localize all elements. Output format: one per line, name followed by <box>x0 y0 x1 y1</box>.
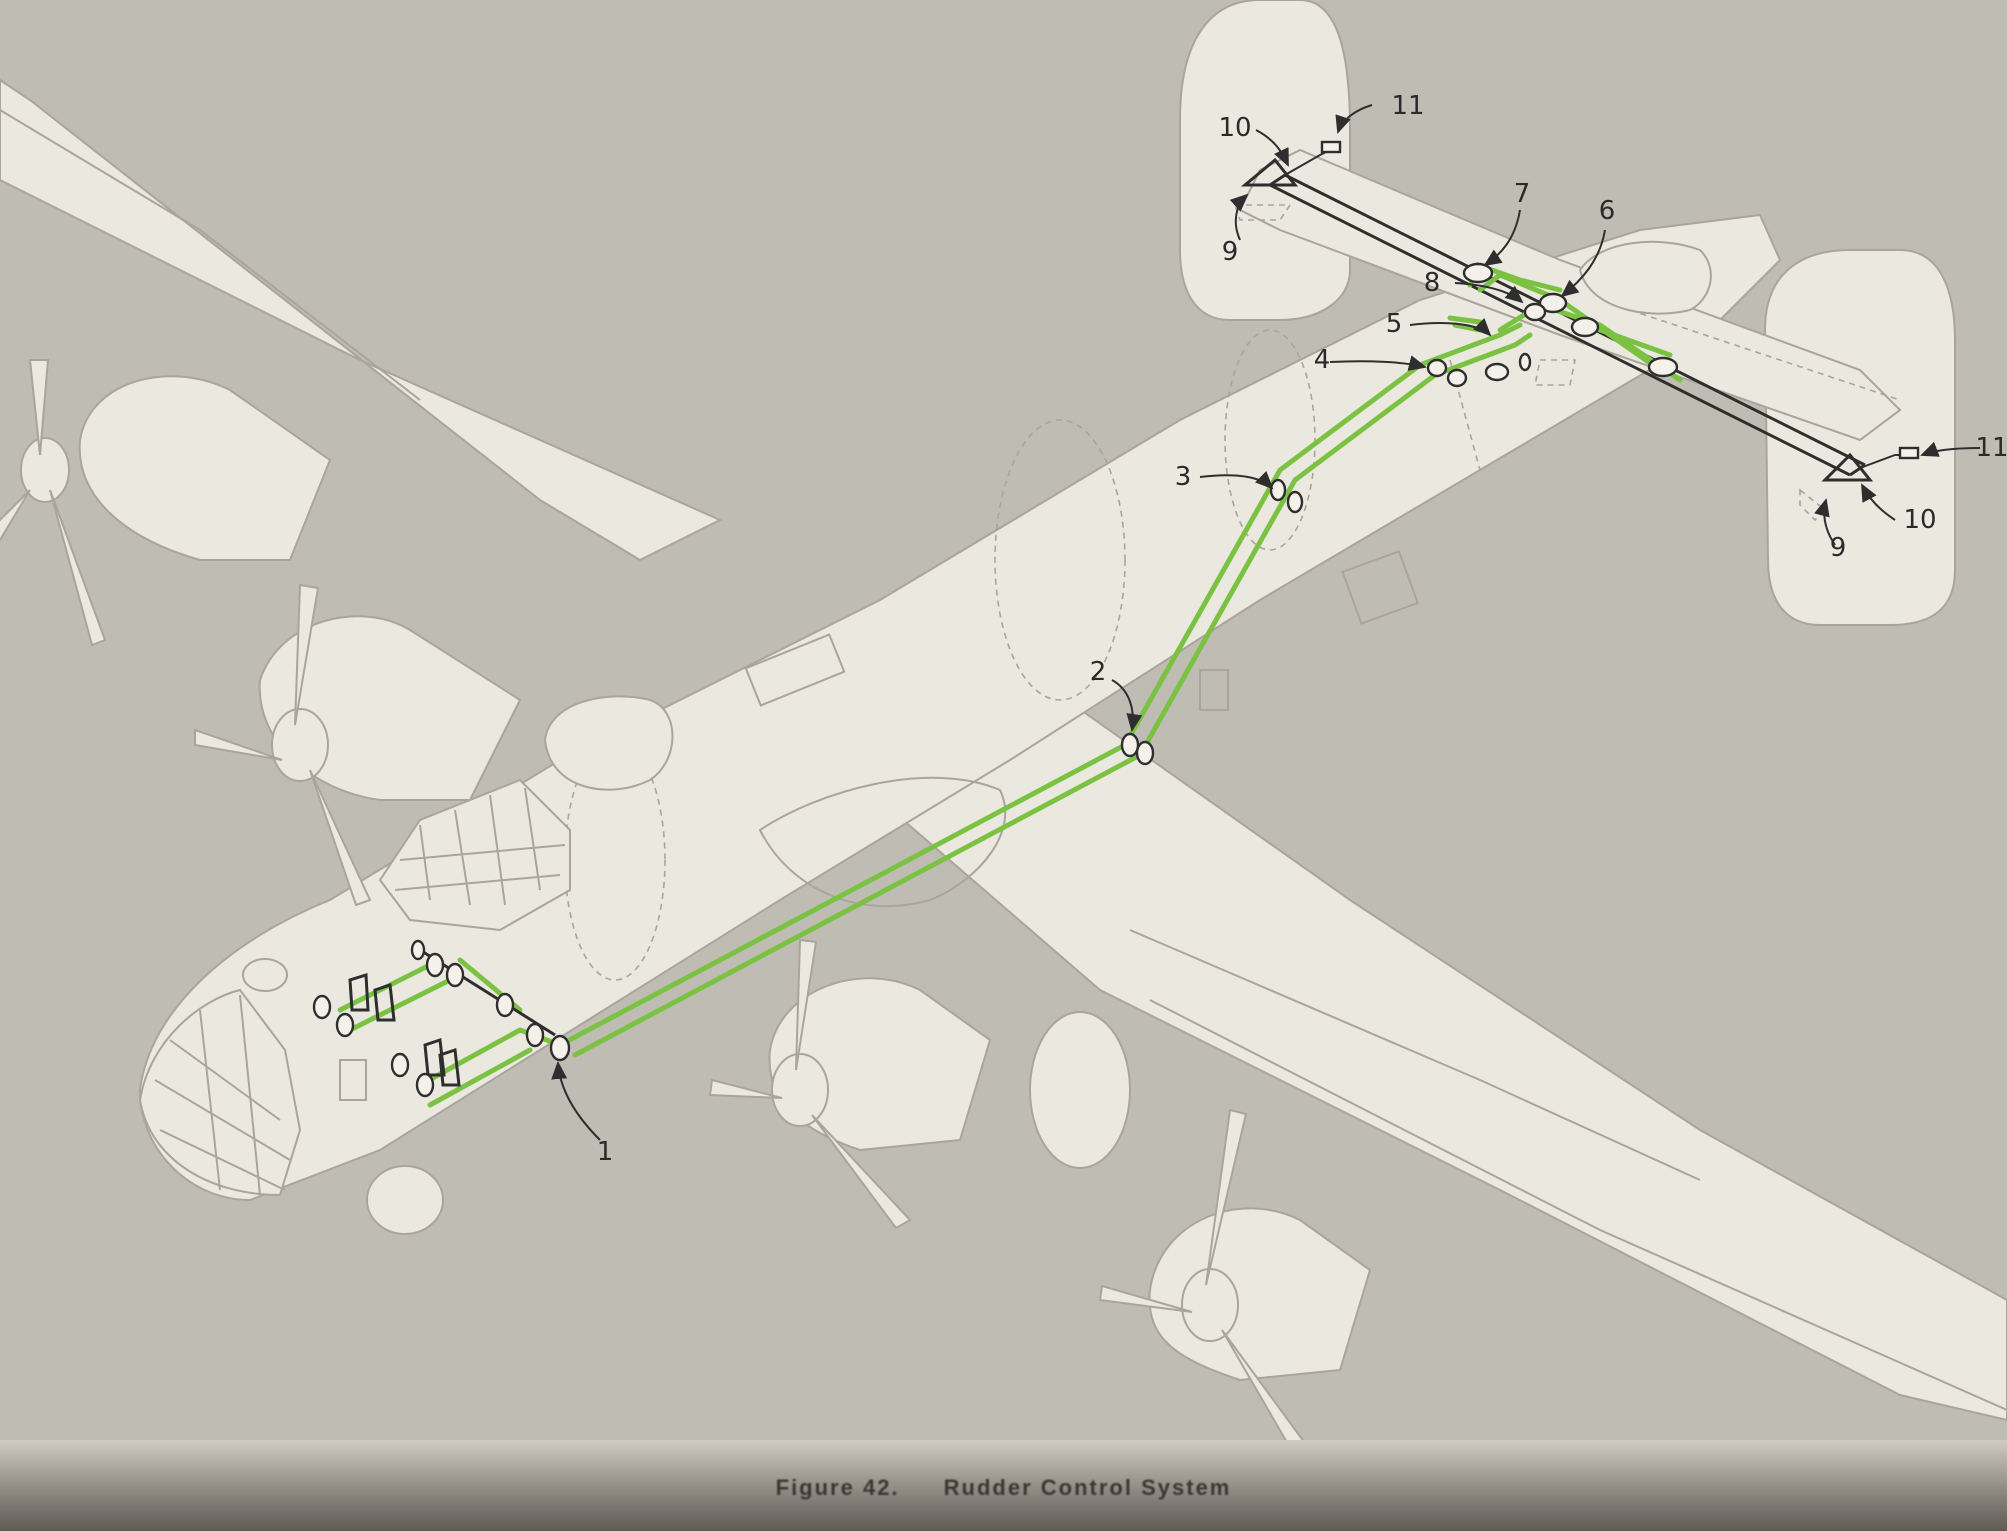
callout-11-left: 11 <box>1391 91 1425 121</box>
callout-2: 2 <box>1089 657 1107 687</box>
callout-4: 4 <box>1313 345 1331 375</box>
left-wing <box>0 78 723 562</box>
nacelle-outer-left <box>78 375 332 561</box>
callout-6: 6 <box>1598 196 1616 226</box>
pulley-4a <box>1426 358 1448 378</box>
nose-wheel <box>366 1165 444 1235</box>
figure-caption: Figure 42. Rudder Control System <box>0 1475 2007 1501</box>
pulley-4b <box>1446 368 1468 388</box>
figure-number: Figure 42. <box>775 1475 900 1500</box>
pulley-pedal-3 <box>390 1052 410 1078</box>
pulley-pedal-2 <box>335 1012 355 1038</box>
fuselage <box>138 213 1782 1202</box>
callout-1: 1 <box>596 1137 614 1167</box>
pulley-3b <box>1286 490 1304 514</box>
callout-10-left: 10 <box>1218 113 1252 143</box>
pulley-2a <box>1120 732 1140 758</box>
pulley-1 <box>549 1034 571 1062</box>
top-turret <box>543 695 674 791</box>
propeller-outer-left <box>0 359 107 647</box>
rudder-control-system <box>312 140 1920 1108</box>
right-wing <box>878 658 2007 1422</box>
figure-title: Rudder Control System <box>943 1475 1232 1500</box>
cable-aft-lower <box>1497 302 1683 383</box>
propeller-outer-right <box>1098 1108 1312 1460</box>
rudder-pedals-pilot <box>348 972 396 1022</box>
callout-10-right: 10 <box>1903 505 1937 535</box>
main-wheel <box>1029 1011 1131 1169</box>
rudder-pedals-copilot <box>423 1037 461 1087</box>
pulleys <box>312 262 1679 1098</box>
callout-7: 7 <box>1513 179 1531 209</box>
pulley-pedal-1 <box>312 994 332 1020</box>
pulley-3a <box>1269 478 1287 502</box>
propeller-inner-left <box>194 583 372 907</box>
airframe <box>0 0 2007 1460</box>
propeller-inner-right <box>708 938 912 1230</box>
cable-run-a <box>557 322 1523 1048</box>
cable-run-b <box>572 332 1533 1058</box>
callout-8: 8 <box>1423 268 1441 298</box>
right-wing-flap <box>1149 999 2007 1411</box>
pulley-pedal-4 <box>415 1072 435 1098</box>
callout-9-right: 9 <box>1829 533 1847 563</box>
callout-leaders <box>551 104 1981 1141</box>
right-wing-trailing-line <box>1129 929 1701 1181</box>
tail-turret <box>1578 240 1712 315</box>
nose-glazing <box>138 988 302 1197</box>
pulley-6 <box>1538 292 1568 314</box>
rudder-horn-left <box>1240 157 1299 187</box>
cockpit-canopy <box>378 778 571 932</box>
callout-3: 3 <box>1174 462 1192 492</box>
pulley-7 <box>1462 262 1494 284</box>
cable-sector-right <box>1597 327 1673 358</box>
pulley-5 <box>1484 362 1510 382</box>
caption-band <box>0 1440 2007 1531</box>
callout-5: 5 <box>1385 309 1403 339</box>
callout-11-right: 11 <box>1975 433 2007 463</box>
callout-9-left: 9 <box>1221 237 1239 267</box>
pulley-8 <box>1523 302 1547 322</box>
pulley-2b <box>1135 740 1155 766</box>
left-wing-flap <box>0 109 421 401</box>
